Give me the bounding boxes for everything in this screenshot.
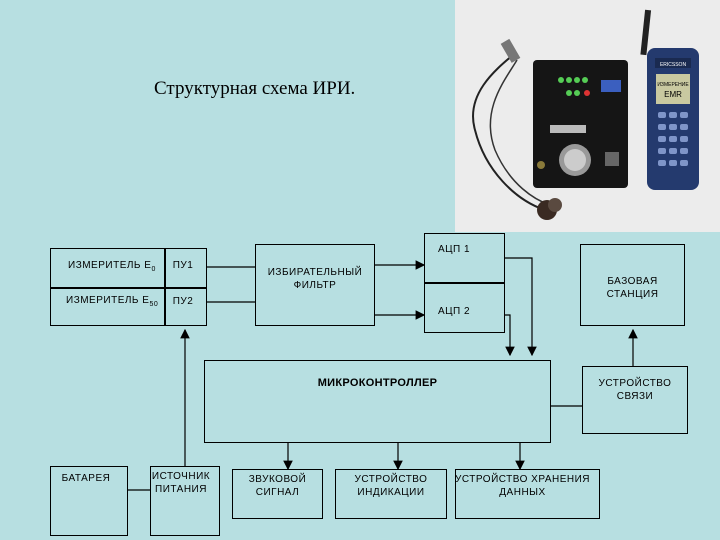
data-storage-block: [455, 469, 600, 519]
battery-block: [50, 466, 128, 536]
pu2-label: ПУ2: [172, 296, 194, 307]
phone-screen-line1: ИЗМЕРЕНИЕ: [657, 82, 689, 88]
comm-device-block: [582, 366, 688, 434]
pu1-label: ПУ1: [172, 260, 194, 271]
meter-e0-label: ИЗМЕРИТЕЛЬ E0: [68, 260, 156, 273]
device-photo-illustration: ERICSSON ИЗМЕРЕНИЕ EMR: [455, 0, 720, 232]
diagram-title: Структурная схема ИРИ.: [154, 78, 356, 99]
power-supply-block: [150, 466, 220, 536]
base-station-block: [580, 244, 685, 326]
pu1-block: [165, 248, 207, 288]
display-device-block: [335, 469, 447, 519]
phone-screen-line2: EMR: [664, 90, 682, 99]
phone-brand-text: ERICSSON: [660, 62, 687, 68]
pu2-block: [165, 288, 207, 326]
meter-e50-label: ИЗМЕРИТЕЛЬ E50: [66, 295, 159, 308]
sound-signal-block: [232, 469, 323, 519]
meter-e50-block: [50, 288, 165, 326]
adc1-block: [424, 233, 505, 283]
arrow-adc2-mcu: [505, 314, 515, 357]
selective-filter-block: [255, 244, 375, 326]
microcontroller-label: МИКРОКОНТРОЛЛЕР: [317, 377, 438, 389]
adc2-label: АЦП 2: [437, 306, 471, 317]
device-photo: ERICSSON ИЗМЕРЕНИЕ EMR: [455, 0, 720, 232]
adc2-block: [424, 283, 505, 333]
adc1-label: АЦП 1: [437, 244, 471, 255]
meter-e0-block: [50, 248, 165, 288]
microcontroller-block: [204, 360, 551, 443]
arrow-adc1-mcu: [505, 257, 537, 357]
battery-label: БАТАРЕЯ: [61, 473, 111, 484]
